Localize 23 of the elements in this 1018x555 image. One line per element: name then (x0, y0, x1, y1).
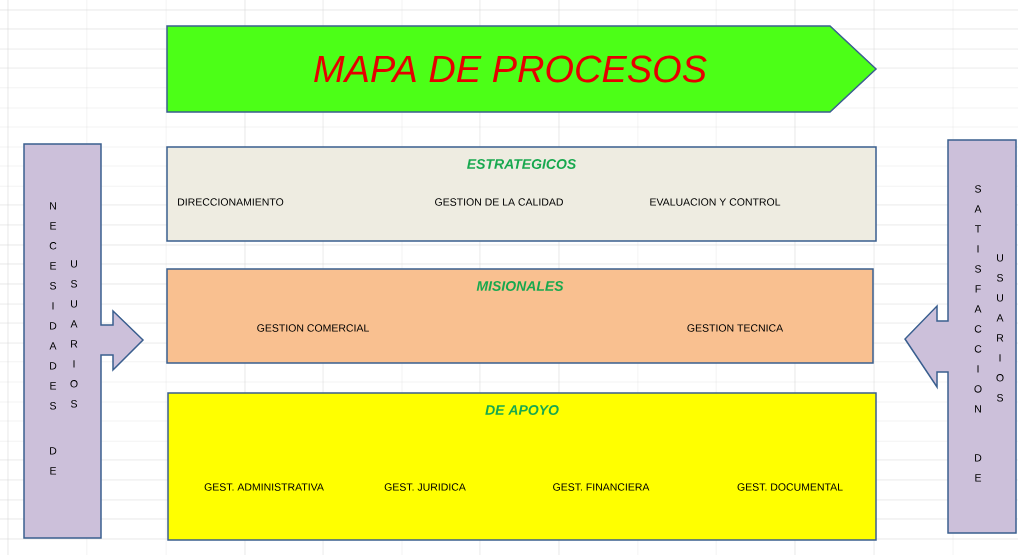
vertical-label: DE (975, 454, 982, 482)
process-label: GEST. JURIDICA (384, 483, 466, 491)
process-label: GEST. DOCUMENTAL (737, 483, 843, 491)
process-label: GESTION TECNICA (687, 324, 784, 332)
process-label: DIRECCIONAMIENTO (178, 198, 284, 206)
vertical-label: DE (50, 447, 57, 475)
process-label: GEST. FINANCIERA (553, 483, 650, 491)
band-heading: ESTRATEGICOS (467, 159, 577, 169)
vertical-label: SATISFACCION (974, 185, 982, 413)
vertical-label: NECESIDADES (49, 202, 57, 410)
output-arrow (904, 139, 1017, 534)
process-band (166, 146, 877, 242)
band-heading: DE APOYO (485, 405, 559, 415)
process-label: GEST. ADMINISTRATIVA (204, 483, 324, 491)
vertical-label: USUARIOS (70, 260, 78, 408)
process-band (166, 268, 874, 364)
process-band (167, 392, 877, 541)
process-label: GESTION DE LA CALIDAD (435, 198, 563, 206)
vertical-label: USUARIOS (996, 254, 1004, 402)
band-heading: MISIONALES (476, 281, 564, 291)
process-label: GESTION COMERCIAL (257, 324, 369, 332)
process-label: EVALUACION Y CONTROL (650, 198, 781, 206)
input-arrow (23, 143, 145, 539)
